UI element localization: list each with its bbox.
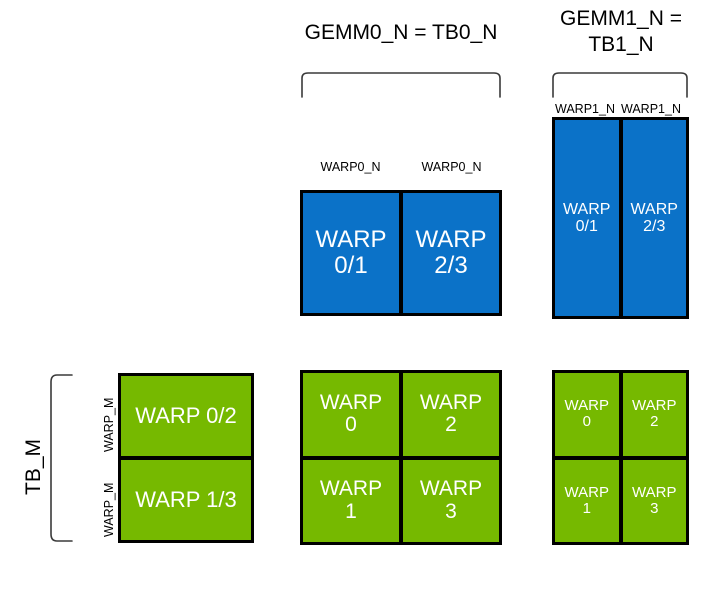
green-right-cell-warp-2[interactable]: WARP 2 xyxy=(622,373,686,456)
gemm1-span-bracket xyxy=(551,70,689,98)
tb-m-label: TB_M xyxy=(22,438,45,495)
green-right-divider-left xyxy=(555,455,619,460)
green-middle-cell-warp-3[interactable]: WARP 3 xyxy=(403,459,499,542)
green-left-divider xyxy=(121,456,251,460)
green-group-middle: WARP 0 WARP 1 WARP 2 WARP 3 xyxy=(300,370,502,545)
green-middle-divider-left xyxy=(303,455,399,460)
blue-right-divider xyxy=(618,120,623,316)
green-middle-column-1: WARP 2 WARP 3 xyxy=(403,373,499,542)
blue-left-divider xyxy=(399,193,403,313)
green-middle-column-0: WARP 0 WARP 1 xyxy=(303,373,399,542)
green-right-divider-right xyxy=(622,455,686,460)
green-middle-divider-vertical xyxy=(399,373,403,542)
blue-right-cell-warp-0-1[interactable]: WARP 0/1 xyxy=(555,120,619,316)
green-middle-cell-warp-0[interactable]: WARP 0 xyxy=(303,373,399,456)
green-middle-cell-warp-2[interactable]: WARP 2 xyxy=(403,373,499,456)
green-left-cell-warp-0-2[interactable]: WARP 0/2 xyxy=(121,376,251,456)
warp1-n-label-left: WARP1_N xyxy=(555,102,615,116)
gemm0-title: GEMM0_N = TB0_N xyxy=(304,21,498,44)
green-group-left: WARP 0/2 WARP 1/3 xyxy=(118,373,254,543)
green-right-column-0: WARP 0 WARP 1 xyxy=(555,373,619,542)
warp0-n-label-left: WARP0_N xyxy=(320,160,381,174)
green-right-cell-warp-1[interactable]: WARP 1 xyxy=(555,459,619,542)
warp-m-label-bottom: WARP_M xyxy=(102,482,116,537)
blue-group-right: WARP 0/1 WARP 2/3 xyxy=(552,117,689,319)
gemm1-title: GEMM1_N = TB1_N xyxy=(560,7,682,56)
blue-group-left: WARP 0/1 WARP 2/3 xyxy=(300,190,502,316)
warp-m-label-top: WARP_M xyxy=(102,397,116,452)
gemm0-span-bracket xyxy=(300,70,502,98)
green-right-column-1: WARP 2 WARP 3 xyxy=(622,373,686,542)
warp0-n-label-right: WARP0_N xyxy=(421,160,482,174)
tb-m-bracket xyxy=(48,373,74,543)
green-right-cell-warp-3[interactable]: WARP 3 xyxy=(622,459,686,542)
green-group-right: WARP 0 WARP 1 WARP 2 WARP 3 xyxy=(552,370,689,545)
blue-right-cell-warp-2-3[interactable]: WARP 2/3 xyxy=(622,120,686,316)
green-right-cell-warp-0[interactable]: WARP 0 xyxy=(555,373,619,456)
green-left-cell-warp-1-3[interactable]: WARP 1/3 xyxy=(121,460,251,540)
blue-left-cell-warp-2-3[interactable]: WARP 2/3 xyxy=(403,193,499,313)
green-right-divider-vertical xyxy=(618,373,623,542)
warp1-n-label-right: WARP1_N xyxy=(621,102,681,116)
green-middle-divider-right xyxy=(403,455,499,460)
blue-left-cell-warp-0-1[interactable]: WARP 0/1 xyxy=(303,193,399,313)
green-middle-cell-warp-1[interactable]: WARP 1 xyxy=(303,459,399,542)
